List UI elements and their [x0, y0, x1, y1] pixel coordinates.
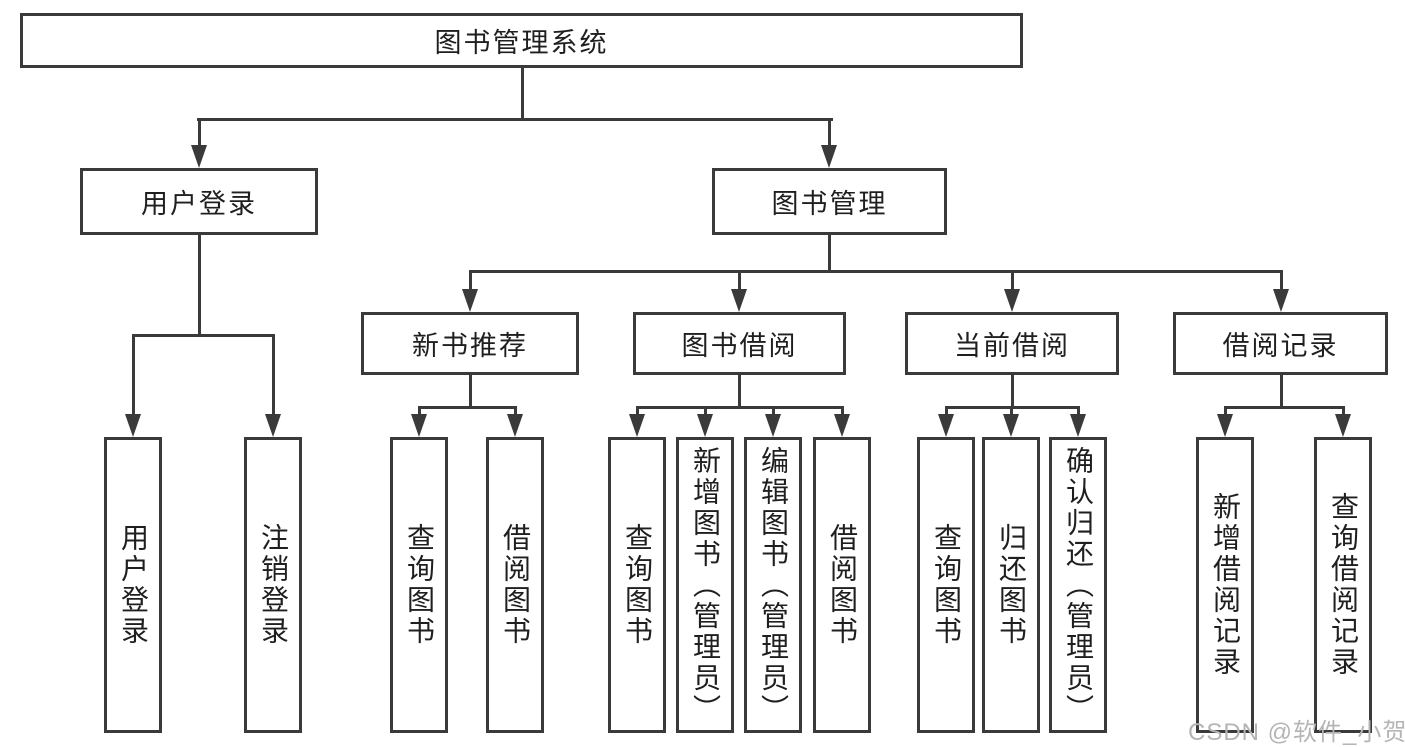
connector-user-login-drop-2 [272, 334, 275, 415]
arrow-to-leaf-query-book-3 [938, 414, 954, 437]
connector-records-drop-1 [1224, 406, 1227, 416]
connector-root-stem [521, 68, 524, 120]
arrow-to-leaf-borrow-book-1 [507, 414, 523, 437]
connector-borrow-hbar [636, 406, 844, 409]
leaf-add-book-admin: 新增图书（管理员） [676, 437, 734, 733]
connector-borrow-drop-1 [636, 406, 639, 416]
connector-current-drop-3 [1077, 406, 1080, 416]
leaf-query-book-3: 查询图书 [917, 437, 975, 733]
arrow-to-leaf-query-book-2 [629, 414, 645, 437]
node-user-login: 用户登录 [80, 168, 318, 235]
connector-root-drop-left [198, 118, 201, 148]
node-book-borrow: 图书借阅 [633, 312, 846, 375]
node-root: 图书管理系统 [20, 13, 1023, 68]
node-book-management: 图书管理 [712, 168, 947, 235]
arrow-to-book-borrow [731, 289, 747, 312]
leaf-edit-book-admin: 编辑图书（管理员） [744, 437, 802, 733]
connector-recommend-hbar [418, 406, 517, 409]
leaf-borrow-book-1-label: 借阅图书 [500, 523, 531, 647]
connector-records-drop-2 [1342, 406, 1345, 416]
connector-root-hbar [197, 118, 833, 121]
arrow-to-leaf-edit-book [765, 414, 781, 437]
connector-records-stem [1280, 375, 1283, 409]
connector-borrow-drop-4 [841, 406, 844, 416]
leaf-user-login: 用户登录 [104, 437, 162, 733]
connector-recommend-drop-1 [418, 406, 421, 416]
connector-l3-drop-4 [1280, 270, 1283, 290]
connector-records-hbar [1224, 406, 1345, 409]
node-current-borrow-label: 当前借阅 [954, 331, 1070, 361]
arrow-to-leaf-borrow-book-2 [834, 414, 850, 437]
leaf-query-book-1-label: 查询图书 [404, 523, 435, 647]
node-borrow-records: 借阅记录 [1173, 312, 1388, 375]
connector-book-mgmt-stem [828, 235, 831, 273]
node-new-book-recommend: 新书推荐 [361, 312, 579, 375]
connector-root-drop-right [828, 118, 831, 148]
node-book-borrow-label: 图书借阅 [681, 331, 798, 361]
connector-current-drop-2 [1010, 406, 1013, 416]
leaf-add-borrow-record-label: 新增借阅记录 [1210, 492, 1241, 678]
leaf-borrow-book-2: 借阅图书 [813, 437, 871, 733]
leaf-logout-label: 注销登录 [258, 523, 289, 647]
connector-borrow-drop-2 [704, 406, 707, 416]
leaf-logout: 注销登录 [244, 437, 302, 733]
arrow-to-leaf-add-book [697, 414, 713, 437]
leaf-edit-book-admin-label: 编辑图书（管理员） [758, 445, 789, 725]
connector-l3-drop-1 [469, 270, 472, 290]
node-borrow-records-label: 借阅记录 [1222, 331, 1339, 361]
connector-borrow-drop-3 [772, 406, 775, 416]
leaf-confirm-return-admin-label: 确认归还（管理员） [1063, 445, 1094, 725]
node-current-borrow: 当前借阅 [905, 312, 1119, 375]
leaf-return-book-label: 归还图书 [996, 523, 1027, 647]
arrow-to-current-borrow [1004, 289, 1020, 312]
leaf-user-login-label: 用户登录 [118, 523, 149, 647]
arrow-to-borrow-records [1273, 289, 1289, 312]
arrow-to-leaf-logout [265, 414, 281, 437]
leaf-query-book-1: 查询图书 [390, 437, 448, 733]
connector-current-drop-1 [945, 406, 948, 416]
leaf-add-borrow-record: 新增借阅记录 [1196, 437, 1254, 733]
arrow-to-leaf-user-login [125, 414, 141, 437]
leaf-query-book-3-label: 查询图书 [931, 523, 962, 647]
node-user-login-label: 用户登录 [141, 189, 257, 219]
csdn-watermark: CSDN @软件_小贺同学 [1188, 719, 1405, 746]
arrow-to-leaf-return-book [1003, 414, 1019, 437]
arrow-to-new-book-recommend [462, 289, 478, 312]
arrow-to-leaf-query-record [1335, 414, 1351, 437]
leaf-query-borrow-record: 查询借阅记录 [1314, 437, 1372, 733]
leaf-borrow-book-2-label: 借阅图书 [827, 523, 858, 647]
leaf-query-borrow-record-label: 查询借阅记录 [1328, 492, 1359, 678]
arrow-to-book-management [821, 145, 837, 168]
connector-borrow-stem [738, 375, 741, 409]
connector-user-login-stem [198, 235, 201, 336]
arrow-to-user-login [191, 145, 207, 168]
node-book-management-label: 图书管理 [771, 189, 888, 219]
connector-user-login-hbar [132, 334, 274, 337]
node-new-book-recommend-label: 新书推荐 [412, 331, 528, 361]
arrow-to-leaf-query-book-1 [411, 414, 427, 437]
connector-user-login-drop-1 [132, 334, 135, 415]
connector-l3-drop-3 [1011, 270, 1014, 290]
leaf-add-book-admin-label: 新增图书（管理员） [690, 445, 721, 725]
connector-l3-drop-2 [738, 270, 741, 290]
leaf-confirm-return-admin: 确认归还（管理员） [1049, 437, 1107, 733]
connector-current-stem [1011, 375, 1014, 409]
arrow-to-leaf-confirm-return [1070, 414, 1086, 437]
node-root-label: 图书管理系统 [434, 28, 609, 58]
leaf-borrow-book-1: 借阅图书 [486, 437, 544, 733]
leaf-query-book-2: 查询图书 [608, 437, 666, 733]
leaf-query-book-2-label: 查询图书 [622, 523, 653, 647]
leaf-return-book: 归还图书 [982, 437, 1040, 733]
connector-recommend-drop-2 [514, 406, 517, 416]
connector-book-mgmt-hbar [469, 270, 1282, 273]
connector-recommend-stem [469, 375, 472, 409]
arrow-to-leaf-add-record [1217, 414, 1233, 437]
